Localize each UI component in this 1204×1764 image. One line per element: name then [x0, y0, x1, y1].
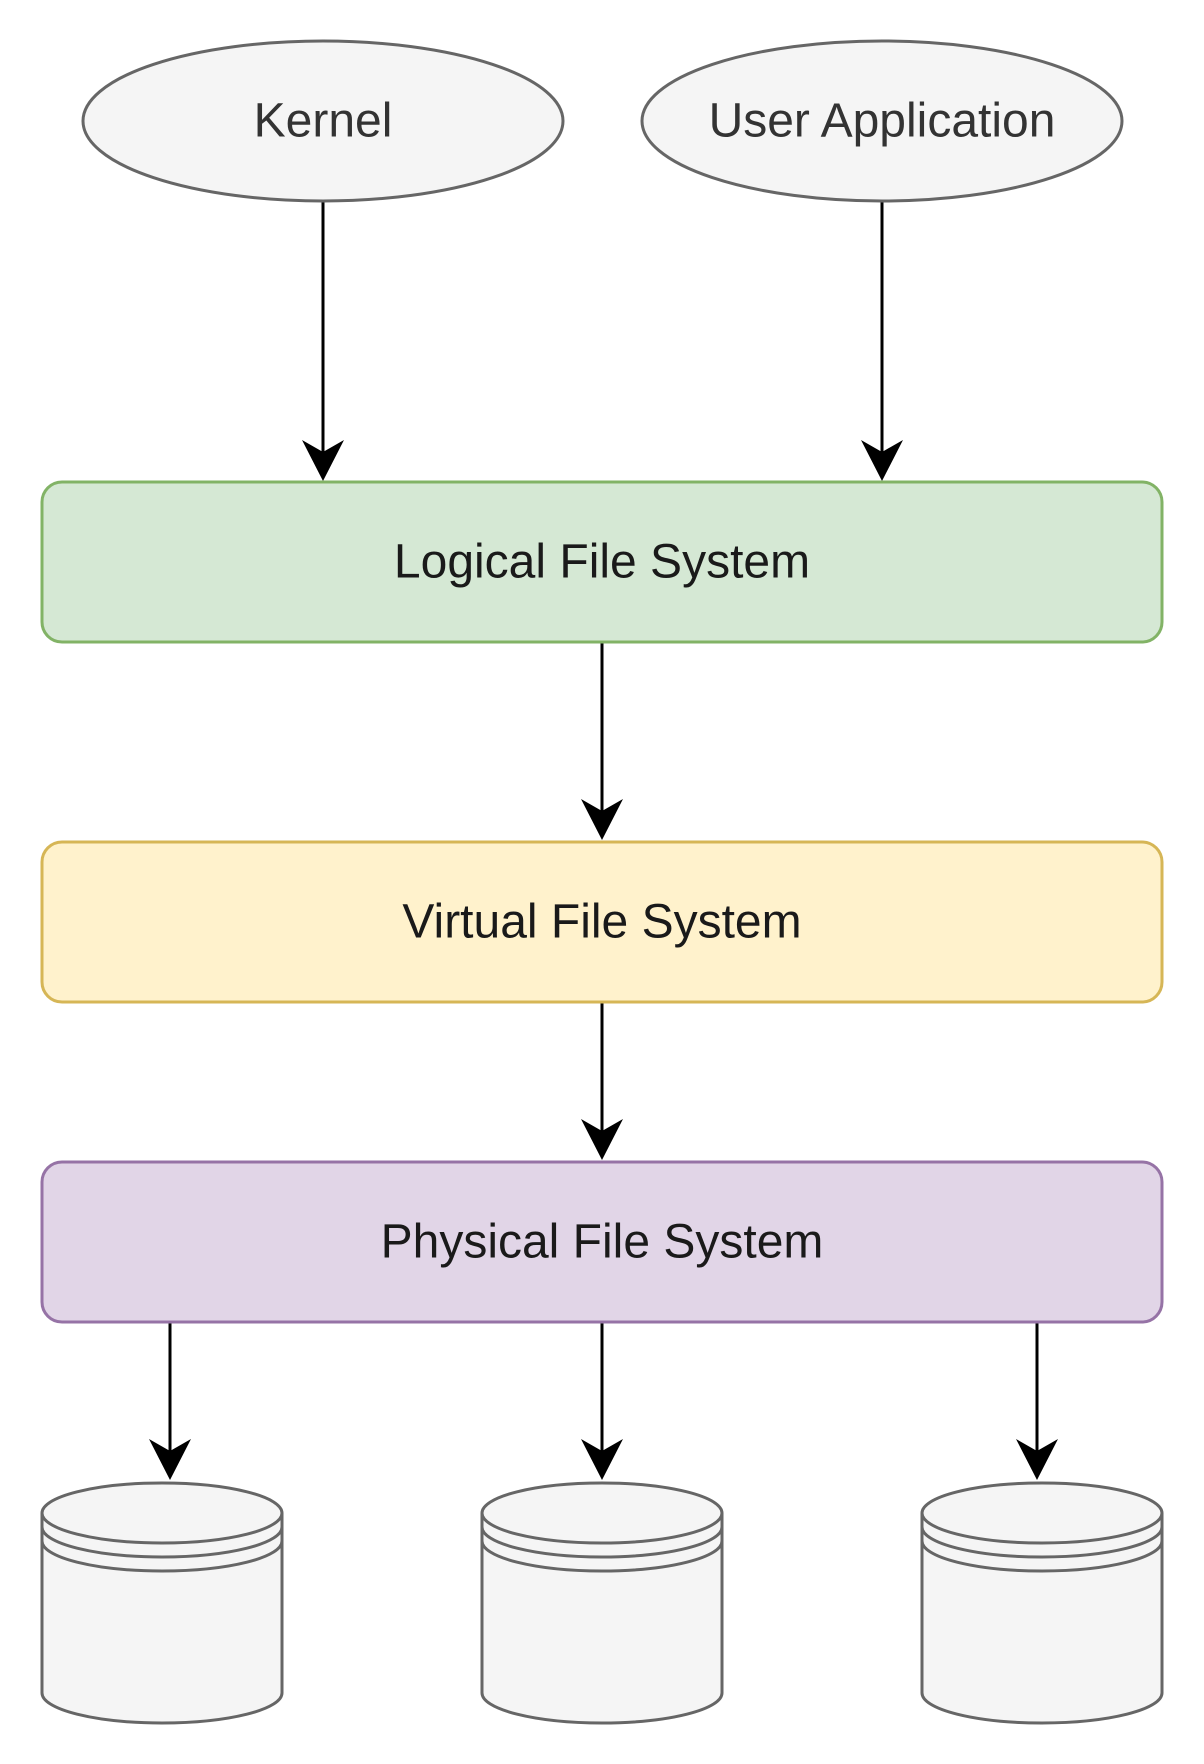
disk-1-ring-1: [40, 1512, 284, 1545]
arrowhead-kernel-to-logical: [302, 440, 344, 481]
arrowhead-virtual-to-physical: [581, 1119, 623, 1160]
kernel-ellipse: [81, 39, 565, 203]
arrowhead-physical-to-disk-2: [581, 1439, 623, 1480]
disk-1: [40, 1481, 284, 1725]
user-application-node: User Application: [640, 39, 1124, 203]
disk-2-body: [480, 1481, 724, 1725]
disk-2-ring-3: [480, 1540, 724, 1573]
logical-file-system-node: Logical File System: [40, 480, 1164, 644]
disk-2-ring-2: [480, 1526, 724, 1559]
disk-3-ring-3: [920, 1540, 1164, 1573]
virtual-file-system-node: Virtual File System: [40, 840, 1164, 1004]
disk-2: [480, 1481, 724, 1725]
disk-3-ring-2: [920, 1526, 1164, 1559]
arrowhead-physical-to-disk-3: [1016, 1439, 1058, 1480]
edges: [149, 202, 1058, 1480]
physical-file-system-box: [40, 1160, 1164, 1324]
disk-1-ring-2: [40, 1526, 284, 1559]
disk-2-ring-1: [480, 1512, 724, 1545]
kernel-label: Kernel: [254, 95, 393, 148]
disk-1-ring-3: [40, 1540, 284, 1573]
user-application-label: User Application: [709, 95, 1056, 148]
arrowhead-logical-to-virtual: [581, 799, 623, 840]
physical-file-system-label: Physical File System: [381, 1216, 824, 1269]
arrowhead-physical-to-disk-1: [149, 1439, 191, 1480]
arrowhead-user-app-to-logical: [861, 440, 903, 481]
physical-file-system-node: Physical File System: [40, 1160, 1164, 1324]
disk-3: [920, 1481, 1164, 1725]
virtual-file-system-label: Virtual File System: [402, 896, 801, 949]
logical-file-system-label: Logical File System: [394, 536, 810, 589]
kernel-node: Kernel: [81, 39, 565, 203]
disk-1-body: [40, 1481, 284, 1725]
user-application-ellipse: [640, 39, 1124, 203]
virtual-file-system-box: [40, 840, 1164, 1004]
logical-file-system-box: [40, 480, 1164, 644]
disk-3-ring-1: [920, 1512, 1164, 1545]
disk-3-body: [920, 1481, 1164, 1725]
